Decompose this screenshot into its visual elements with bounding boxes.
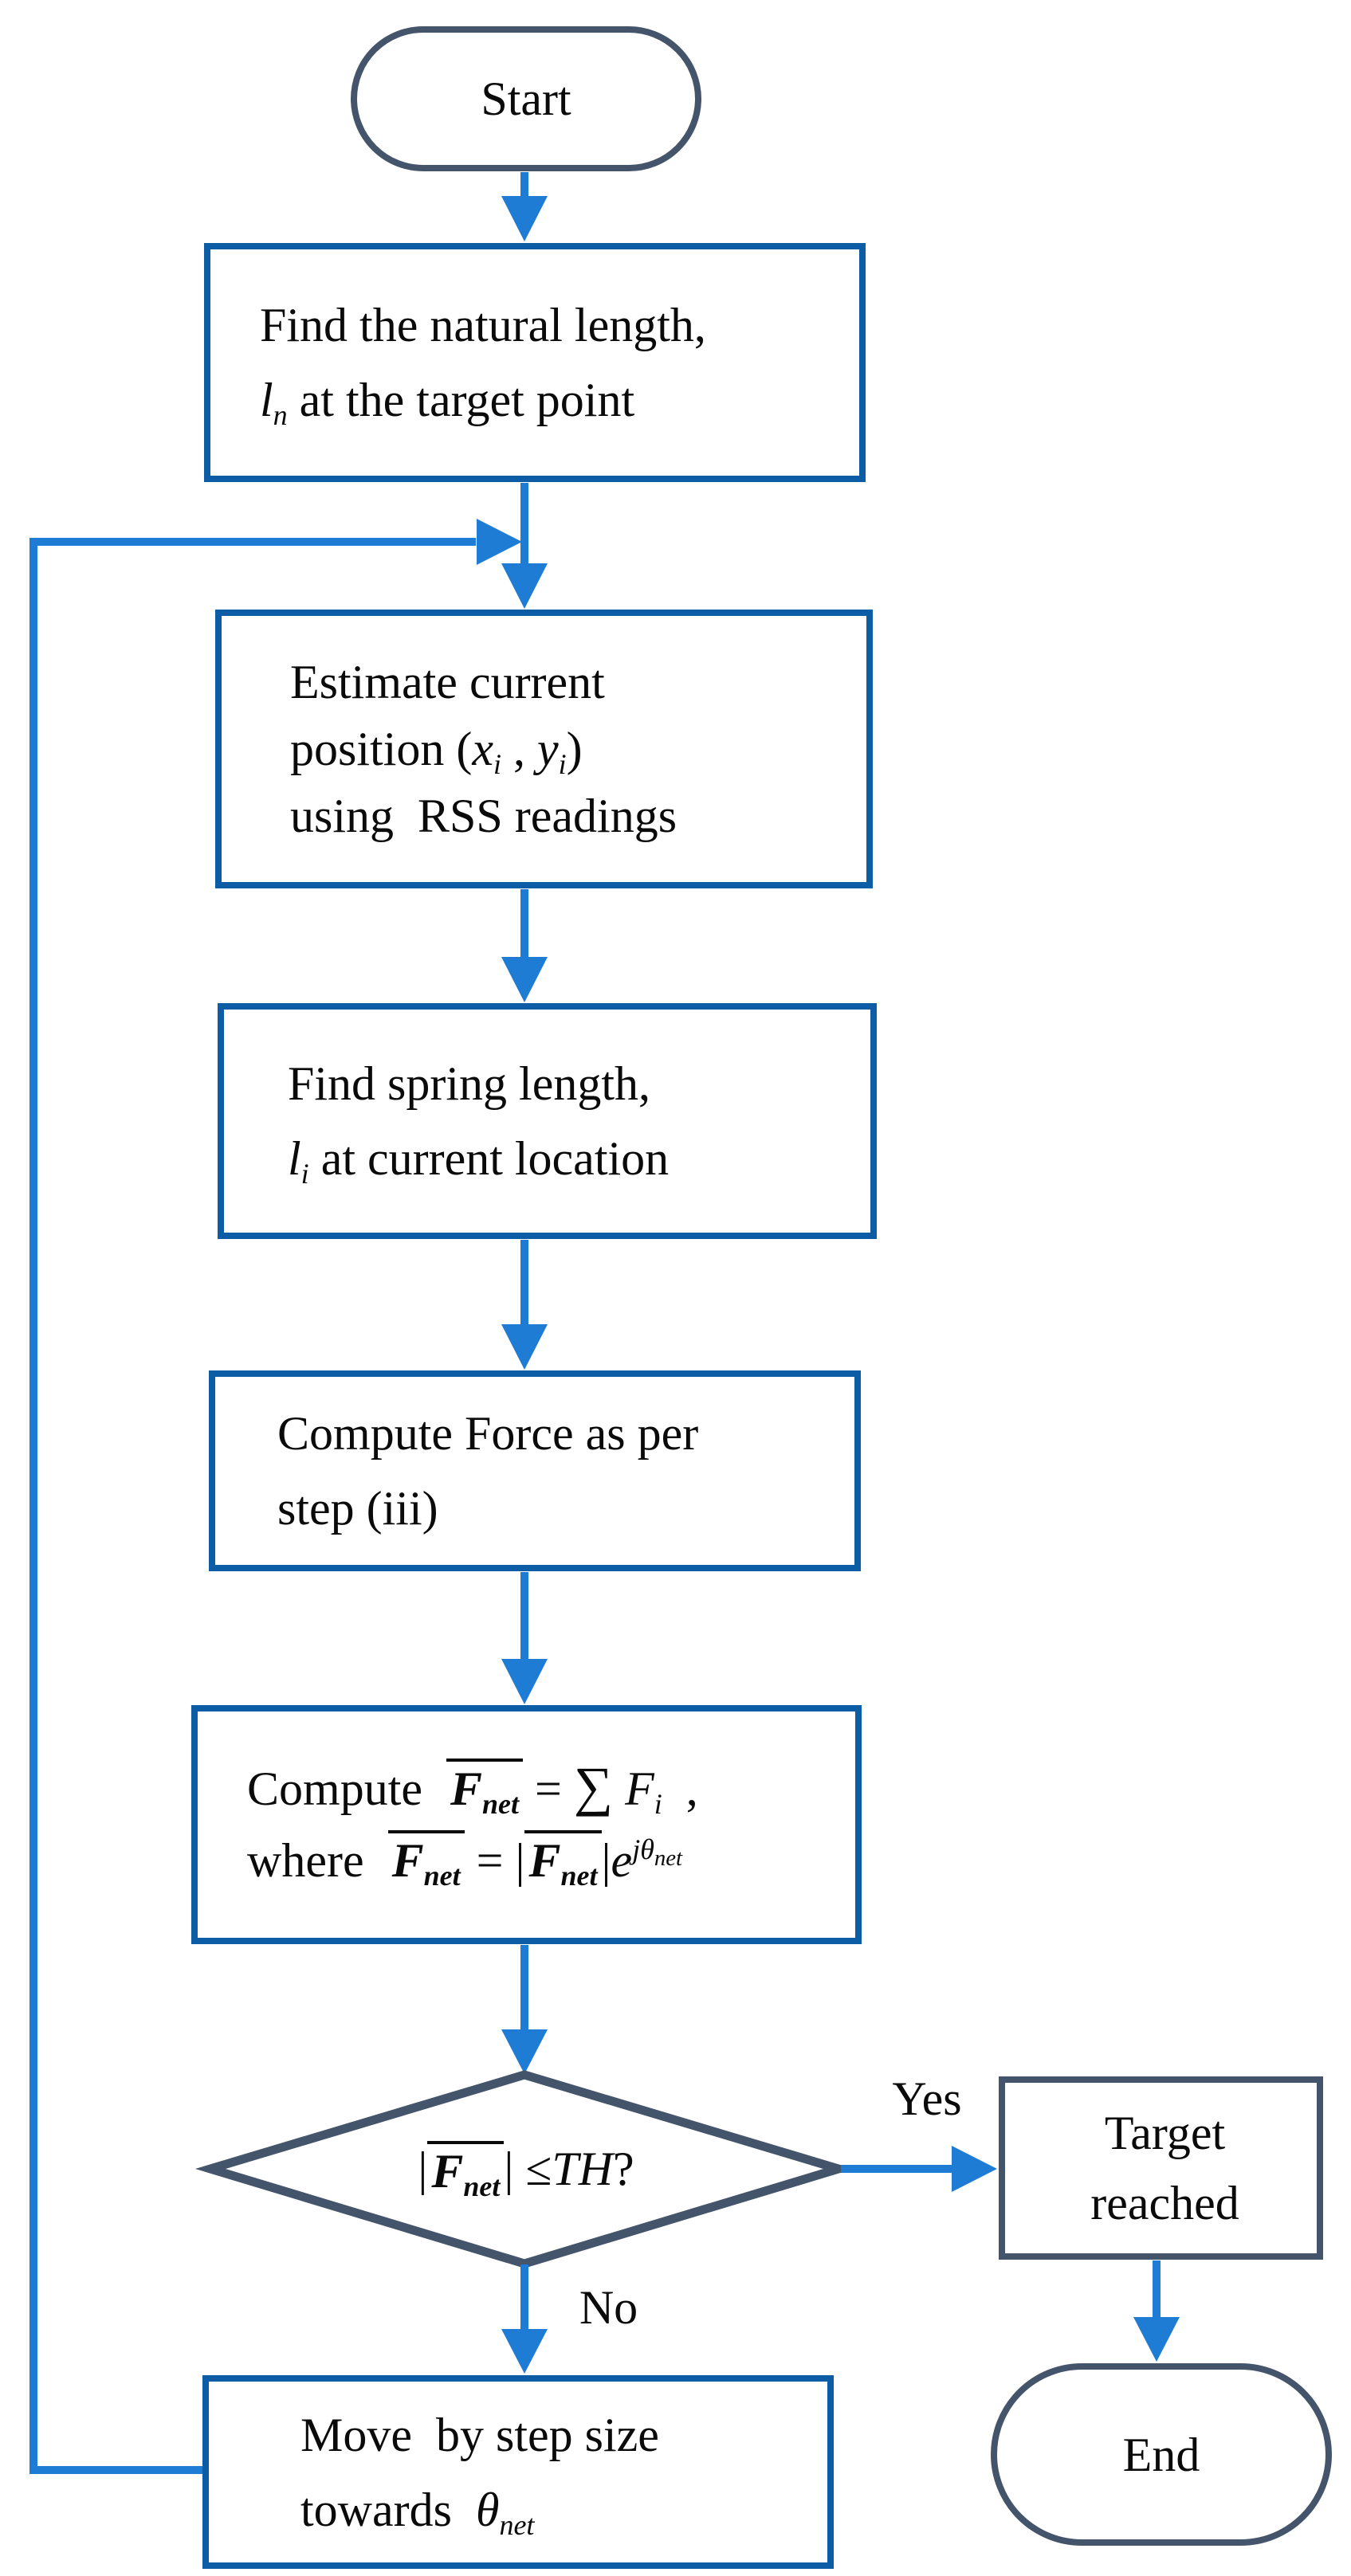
decision-condition-text: |Fnet| ≤ TH ? [418,2141,634,2202]
arrowhead-into-decision [501,2029,548,2074]
step-text-line: Find the natural length, [260,299,706,351]
arrowhead-into-target [952,2146,997,2192]
decision-diamond-shape [194,2070,854,2268]
start-node: Start [351,26,701,171]
arrowhead-loop-junction [477,519,522,565]
step-find-spring-length: Find spring length, li at current locati… [218,1003,877,1239]
step-text-line: where Fnet = |Fnet|ejθnet [247,1825,855,1896]
step-text-line: Compute Force as per [277,1407,699,1460]
step-compute-net-force: Compute Fnet = ∑ Fi , where Fnet = |Fnet… [191,1705,862,1944]
step-text-line: Find spring length, [288,1057,651,1110]
step-text-line: step (iii) [277,1482,438,1535]
target-text-line: Target [1104,2107,1226,2159]
step-estimate-position: Estimate current position (xi , yi) usin… [215,610,873,888]
arrowhead-into-netforce [501,1659,548,1704]
step-text-line: Compute Fnet = ∑ Fi , [247,1756,698,1820]
arrowhead-into-force [501,1324,548,1370]
step-text-line: ln at the target point [260,374,635,431]
no-branch-label: No [579,2281,638,2334]
step-text-line: Move by step size [300,2408,659,2461]
target-text-line: reached [1090,2177,1239,2229]
end-label: End [1122,2428,1200,2481]
start-label: Start [481,73,571,125]
step-move-by-step-size: Move by step size towards θnet [202,2375,834,2569]
step-text-line: Estimate current [290,656,605,708]
step-compute-force: Compute Force as per step (iii) [209,1370,861,1571]
end-node: End [991,2363,1332,2546]
arrowhead-into-end [1133,2317,1180,2362]
arrowhead-into-move [501,2329,548,2374]
step-text-line: using RSS readings [290,790,677,842]
step-text-line: position (xi , yi) [290,723,583,780]
step-text-line: towards θnet [300,2483,535,2541]
loop-edge-move-to-junction [29,538,476,2474]
target-reached-node: Target reached [999,2076,1323,2260]
arrowhead-into-find-natural [501,196,548,241]
arrowhead-into-estimate [501,563,548,609]
arrowhead-into-spring [501,957,548,1002]
step-text-line: li at current location [288,1132,670,1190]
yes-branch-label: Yes [892,2072,962,2125]
step-find-natural-length: Find the natural length, ln at the targe… [204,243,866,482]
